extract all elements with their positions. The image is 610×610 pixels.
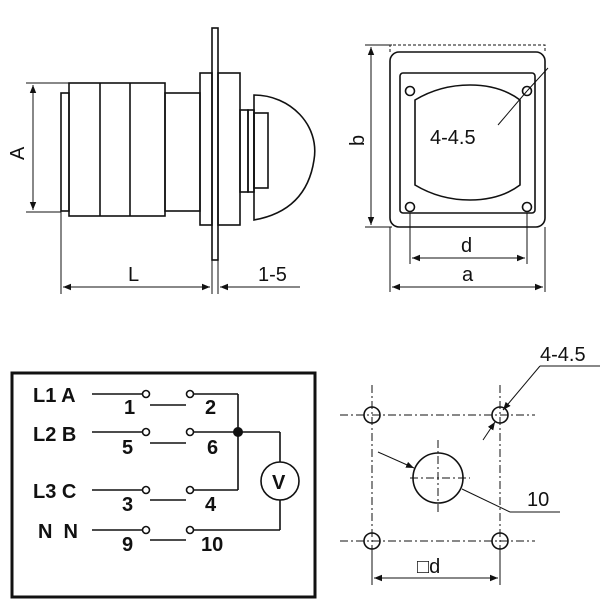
dimension-a: [26, 82, 69, 213]
line-label-l2: L2 B: [33, 424, 76, 446]
front-hole-label: 4-4.5: [430, 127, 476, 149]
line-label-l1: L1 A: [33, 385, 76, 407]
contact: [185, 485, 195, 495]
mount-hole: [404, 201, 416, 213]
dimension-a-label: A: [7, 146, 29, 160]
line-label-n: N N: [38, 521, 78, 543]
dimension-b-label: b: [347, 135, 369, 146]
contact: [141, 485, 151, 495]
contact: [185, 525, 195, 535]
cutout-hole-label: 4-4.5: [540, 344, 586, 366]
center-hole: [412, 452, 464, 504]
line-label-l3: L3 C: [33, 481, 76, 503]
mount-hole: [363, 406, 381, 424]
voltmeter: [260, 461, 300, 501]
knob: [239, 94, 316, 221]
terminal-10: 10: [201, 534, 223, 556]
voltmeter-label: V: [272, 472, 286, 494]
contact: [185, 427, 195, 437]
contact: [141, 525, 151, 535]
terminal-2: 2: [205, 397, 216, 419]
spacing-label: □d: [417, 556, 440, 578]
panel-plate: [199, 27, 241, 261]
dimension-d-label: d: [461, 235, 472, 257]
center-hole-label: 10: [527, 489, 549, 511]
contact: [141, 427, 151, 437]
dimension-a-outer-label: a: [462, 264, 474, 286]
dimension-panel: [217, 260, 300, 294]
terminal-5: 5: [122, 437, 133, 459]
terminal-4: 4: [205, 494, 217, 516]
contact: [185, 389, 195, 399]
mount-hole: [404, 85, 416, 97]
mount-hole: [491, 406, 509, 424]
dimension-l: [60, 211, 213, 294]
dimension-l-label: L: [128, 264, 139, 286]
dimension-panel-label: 1-5: [258, 264, 287, 286]
terminal-6: 6: [207, 437, 218, 459]
switch-body: [60, 82, 201, 217]
terminal-9: 9: [122, 534, 133, 556]
mount-hole: [521, 201, 533, 213]
side-view: A L 1-5: [7, 27, 316, 294]
front-view: 4-4.5 b d a: [347, 44, 549, 292]
panel-cutout: 4-4.5 10 □d: [340, 344, 600, 585]
terminal-3: 3: [122, 494, 133, 516]
contact: [141, 389, 151, 399]
mount-hole: [521, 85, 533, 97]
terminal-1: 1: [124, 397, 135, 419]
wiring-diagram: L1 A L2 B L3 C N N 1 2 5 6 3 4: [10, 371, 317, 599]
